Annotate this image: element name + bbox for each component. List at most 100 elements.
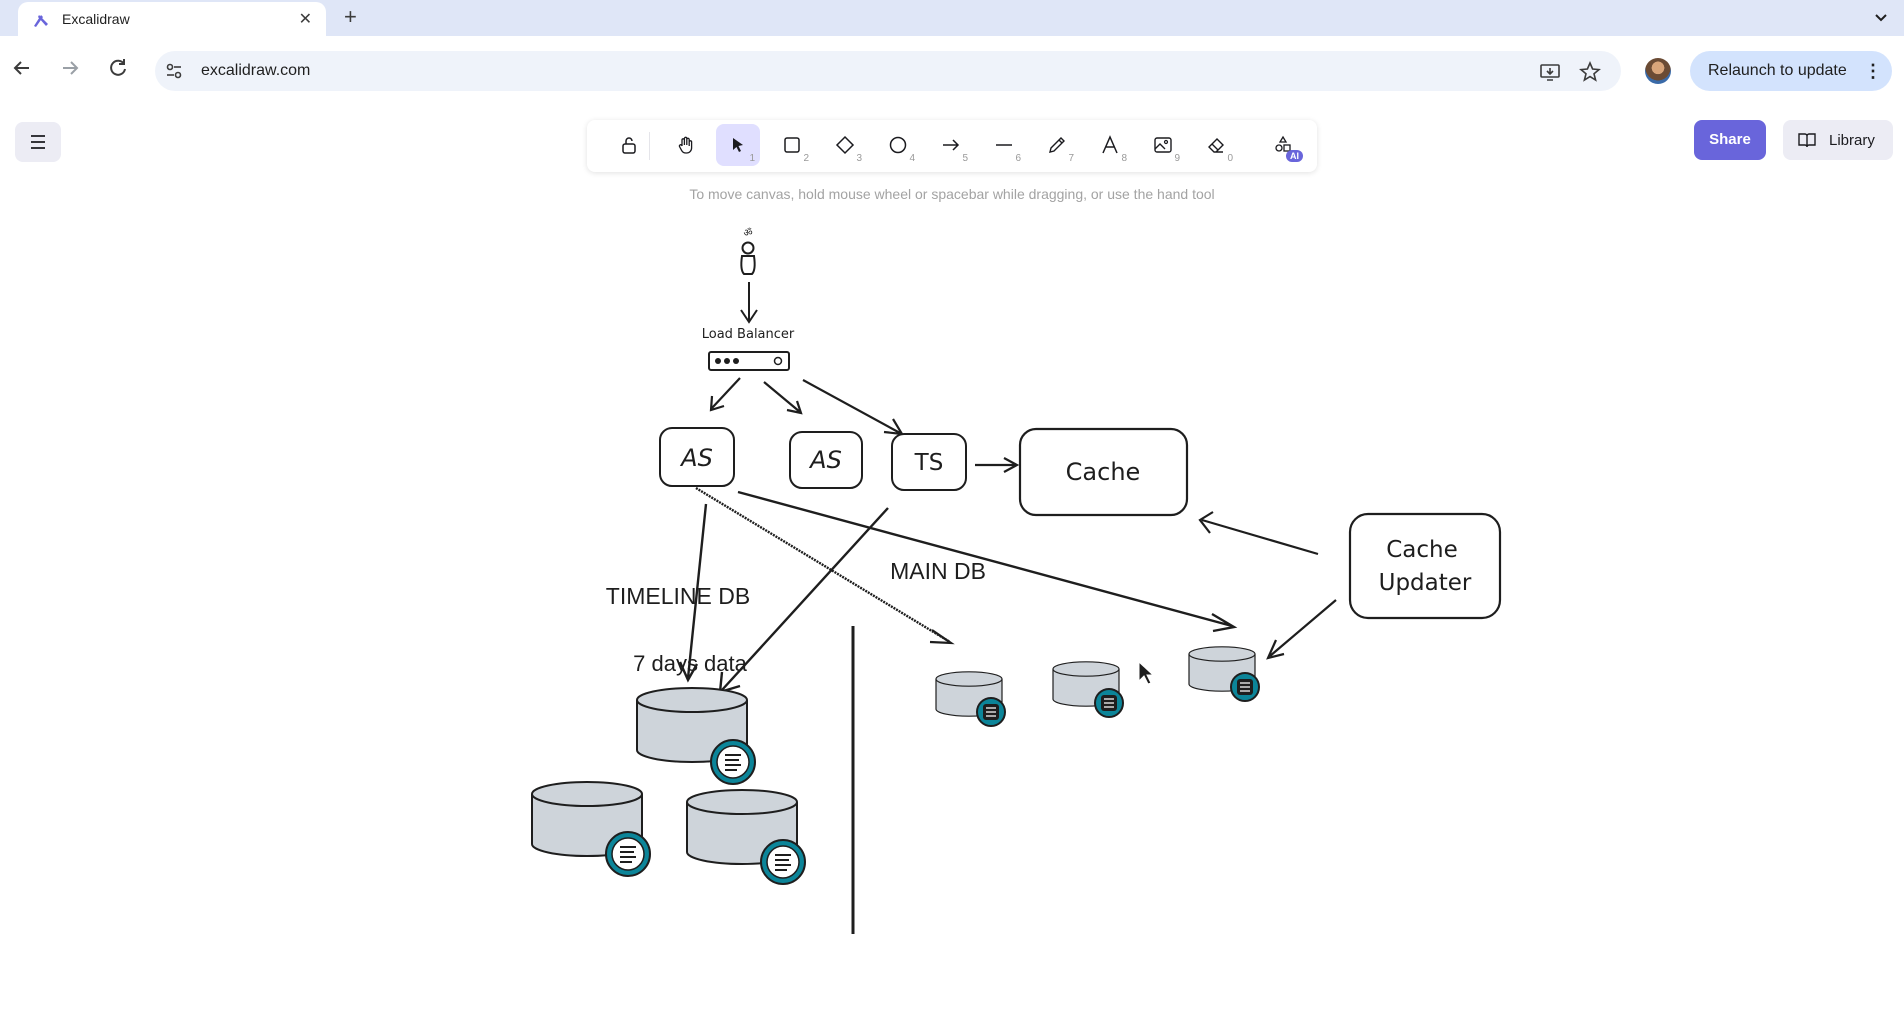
user-node[interactable]: ॐ (740, 227, 756, 275)
tool-key: 6 (1015, 153, 1021, 164)
text-icon (1102, 135, 1118, 154)
app-server-1-label: AS (679, 444, 713, 472)
url-text: excalidraw.com (201, 62, 311, 79)
new-tab-icon[interactable]: + (344, 4, 357, 29)
tool-key: 9 (1174, 153, 1180, 164)
timeline-db-cylinder-2[interactable] (531, 781, 651, 877)
user-label: ॐ (743, 227, 752, 239)
excalidraw-favicon-icon (34, 15, 48, 27)
library-button[interactable]: Library (1783, 120, 1893, 160)
tool-line[interactable]: 6 (982, 124, 1026, 166)
tool-ellipse[interactable]: 4 (876, 124, 920, 166)
forward-icon[interactable] (58, 56, 82, 80)
arrow-ts-to-cache (975, 457, 1020, 473)
arrow-updater-to-db (1266, 599, 1337, 660)
tool-hand[interactable] (664, 124, 708, 166)
main-db-cylinder-1[interactable] (935, 671, 1006, 727)
tool-selection[interactable]: 1 (716, 124, 760, 166)
mouse-cursor-icon (1138, 660, 1155, 685)
share-button[interactable]: Share (1694, 120, 1766, 160)
load-balancer[interactable]: Load Balancer (702, 327, 795, 371)
eraser-icon (1208, 138, 1224, 153)
cache-node[interactable]: Cache (1018, 427, 1189, 517)
tool-draw[interactable]: 7 (1035, 124, 1079, 166)
reload-icon[interactable] (106, 56, 130, 80)
arrow-lb-to-as2 (763, 381, 803, 415)
app-server-2[interactable]: AS (789, 431, 863, 489)
main-db-cylinder-3[interactable] (1188, 646, 1260, 702)
tab-search-chevron-icon[interactable] (1872, 8, 1890, 26)
ellipse-icon (889, 136, 907, 154)
tool-key: 5 (962, 153, 968, 164)
tool-text[interactable]: 8 (1088, 124, 1132, 166)
bookmark-star-icon[interactable] (1579, 61, 1601, 83)
arrow-updater-to-cache (1198, 511, 1319, 556)
load-balancer-label: Load Balancer (702, 327, 795, 342)
tool-image[interactable]: 9 (1141, 124, 1185, 166)
browser-tab[interactable]: Excalidraw ✕ (18, 2, 326, 38)
arrow-user-to-lb (740, 282, 758, 324)
main-menu-button[interactable] (15, 122, 61, 162)
cache-updater-node[interactable]: Cache Updater (1348, 512, 1502, 620)
tool-key: 0 (1227, 153, 1233, 164)
arrow-lb-to-ts (802, 379, 905, 436)
relaunch-button[interactable]: Relaunch to update ⋮ (1690, 51, 1892, 91)
app-server-1[interactable]: AS (659, 427, 735, 487)
cache-updater-label-2: Updater (1379, 570, 1472, 596)
arrow-icon (943, 139, 960, 151)
browser-menu-icon[interactable]: ⋮ (1864, 61, 1882, 81)
shapes-toolbar: 1 2 3 4 5 6 7 (587, 120, 1317, 172)
drawing-canvas[interactable]: ॐ Load Balancer AS AS (0, 176, 1904, 1009)
tool-key: 1 (749, 153, 755, 164)
library-label: Library (1829, 132, 1875, 149)
arrow-as-to-main-db-2 (737, 490, 1238, 633)
tool-lock[interactable] (607, 124, 651, 166)
browser-toolbar: excalidraw.com Relaunch to update ⋮ (0, 36, 1904, 100)
line-icon (996, 144, 1012, 146)
tool-rectangle[interactable]: 2 (770, 124, 814, 166)
pointer-icon (733, 138, 743, 152)
diagram: ॐ Load Balancer AS AS (531, 227, 1502, 934)
image-icon (1154, 137, 1172, 153)
timeline-service-label: TS (914, 450, 944, 476)
tab-title: Excalidraw (62, 11, 130, 27)
arrow-as-to-main-db-1 (695, 486, 951, 644)
tool-diamond[interactable]: 3 (823, 124, 867, 166)
cache-updater-label-1: Cache (1386, 537, 1458, 563)
tab-strip: Excalidraw ✕ + (0, 0, 1904, 38)
tool-arrow[interactable]: 5 (929, 124, 973, 166)
canvas-hint: To move canvas, hold mouse wheel or spac… (689, 186, 1215, 202)
lock-icon (622, 137, 636, 154)
timeline-db-cylinder-1[interactable] (636, 687, 756, 785)
timeline-db-note: 7 days data (633, 651, 748, 676)
arrow-lb-to-as1 (709, 377, 741, 412)
tool-eraser[interactable]: 0 (1194, 124, 1238, 166)
library-book-icon (1798, 133, 1816, 148)
tool-key: 8 (1121, 153, 1127, 164)
rectangle-icon (784, 137, 800, 153)
timeline-db-label: TIMELINE DB (606, 583, 750, 609)
profile-avatar[interactable] (1645, 58, 1671, 84)
diamond-icon (835, 135, 855, 155)
main-db-cylinder-2[interactable] (1052, 661, 1124, 718)
tool-key: 3 (856, 153, 862, 164)
app-server-2-label: AS (808, 446, 842, 474)
tool-key: 7 (1068, 153, 1074, 164)
timeline-service[interactable]: TS (891, 433, 967, 491)
cache-label: Cache (1066, 458, 1141, 486)
tool-key: 2 (803, 153, 809, 164)
install-app-icon[interactable] (1539, 61, 1561, 83)
toolbar-divider (649, 132, 650, 160)
main-db-label: MAIN DB (890, 558, 986, 584)
site-settings-icon[interactable] (165, 62, 183, 80)
tool-key: 4 (909, 153, 915, 164)
tool-more-shapes[interactable]: AI (1261, 124, 1305, 166)
back-icon[interactable] (10, 56, 34, 80)
tab-close-icon[interactable]: ✕ (298, 11, 312, 28)
hamburger-icon (31, 135, 45, 149)
relaunch-label: Relaunch to update (1708, 62, 1847, 79)
arrow-as-to-timeline-db (678, 503, 708, 683)
timeline-db-cylinder-3[interactable] (686, 789, 806, 885)
hand-icon (678, 136, 693, 154)
address-bar[interactable]: excalidraw.com (155, 51, 1621, 91)
